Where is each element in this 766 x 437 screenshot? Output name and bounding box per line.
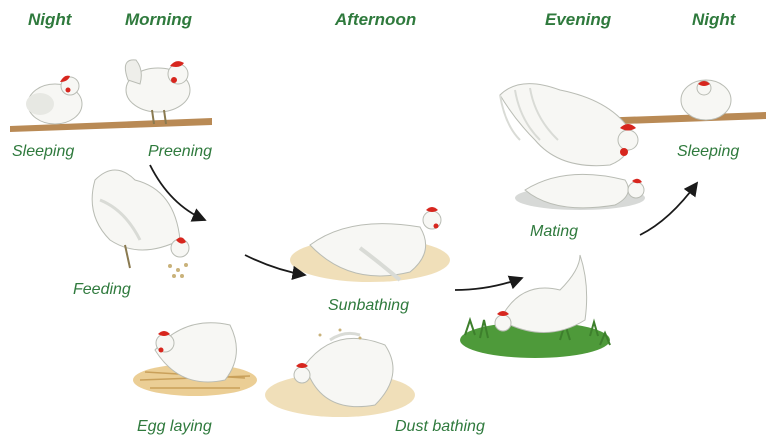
feeding-hen (92, 170, 189, 278)
egg-laying-hen (133, 323, 257, 396)
label-dust-bathing: Dust bathing (395, 418, 485, 436)
label-preening: Preening (148, 143, 212, 161)
arrow-sunbathing-to-evening (455, 278, 522, 290)
heading-evening: Evening (545, 10, 611, 30)
heading-night-start: Night (28, 10, 71, 30)
label-sleeping-end: Sleeping (677, 143, 739, 161)
arrow-evening-to-sleeping (640, 183, 697, 235)
sunbathing-hen (290, 207, 450, 282)
label-feeding: Feeding (73, 281, 131, 299)
heading-afternoon: Afternoon (335, 10, 416, 30)
sleeping-hen-left (26, 76, 82, 124)
label-sleeping-start: Sleeping (12, 143, 74, 161)
grass-hen (460, 255, 610, 358)
label-egg-laying: Egg laying (137, 418, 212, 436)
label-mating: Mating (530, 223, 578, 241)
preening-hen (125, 60, 190, 124)
heading-morning: Morning (125, 10, 192, 30)
dust-bathing-hen (265, 329, 415, 418)
mating-chickens (500, 84, 645, 210)
heading-night-end: Night (692, 10, 735, 30)
sleeping-hen-right (681, 80, 731, 120)
label-sunbathing: Sunbathing (328, 297, 409, 315)
